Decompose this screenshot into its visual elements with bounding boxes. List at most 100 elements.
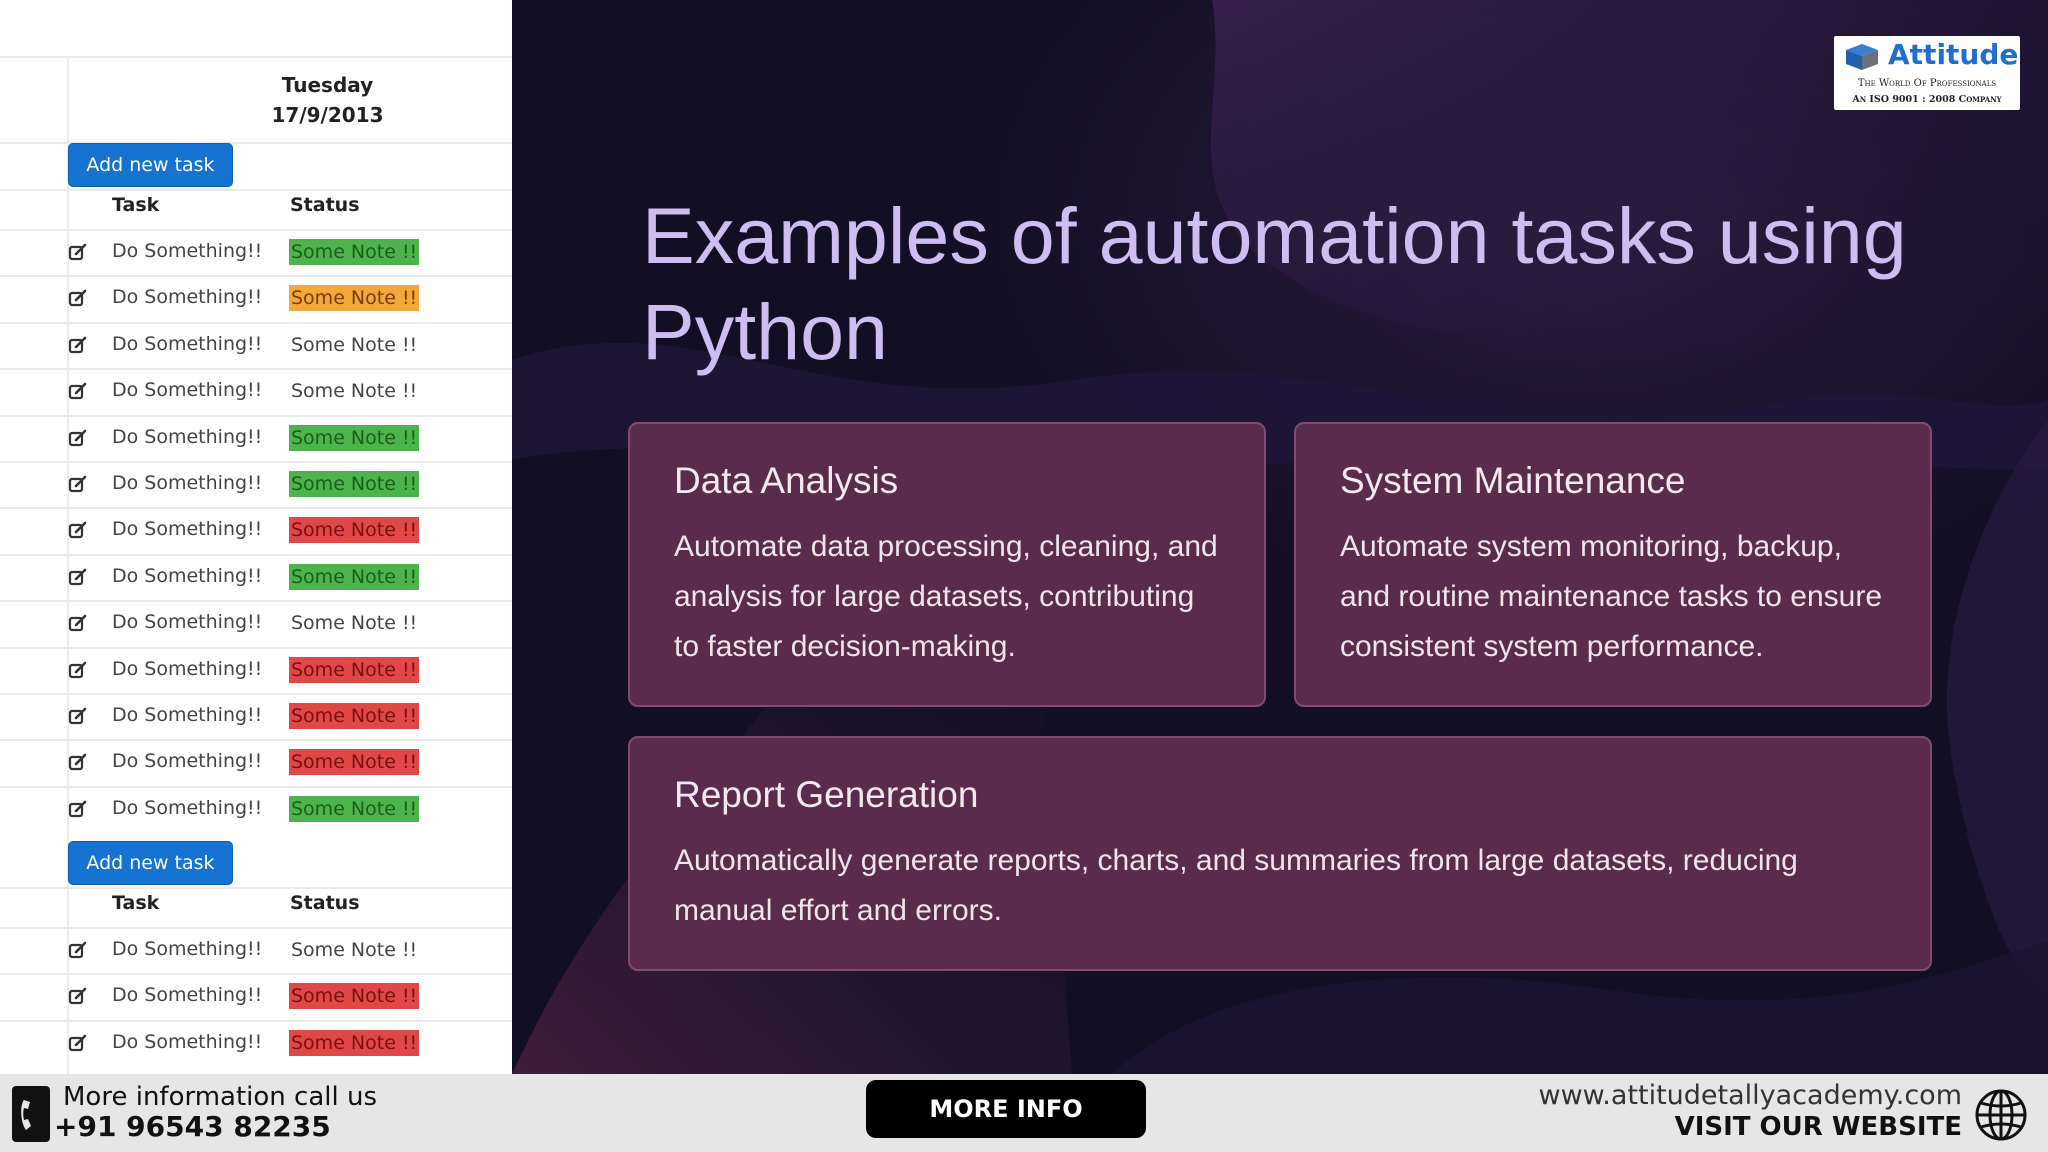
- edit-icon[interactable]: [68, 567, 88, 587]
- edit-icon[interactable]: [68, 520, 88, 540]
- task-name: Do Something!!: [112, 240, 263, 262]
- divider: [0, 973, 512, 976]
- divider: [0, 785, 512, 788]
- card-title: Data Analysis: [674, 460, 899, 501]
- status-note: Some Note !!: [291, 939, 418, 961]
- edit-icon[interactable]: [68, 986, 88, 1006]
- status-note: Some Note !!: [291, 612, 418, 635]
- attitude-logo: Attitude The World Of Professionals An I…: [1834, 36, 2020, 110]
- edit-icon[interactable]: [68, 474, 88, 494]
- column-header-task: Task: [112, 194, 160, 216]
- task-row: Do Something!! Some Note !!: [0, 739, 512, 785]
- edit-icon[interactable]: [68, 381, 88, 401]
- divider: [0, 189, 512, 191]
- status-note: Some Note !!: [289, 471, 420, 497]
- divider: [67, 56, 69, 1074]
- task-name: Do Something!!: [112, 1030, 263, 1053]
- task-row: Do Something!!Some Note !!: [0, 646, 512, 693]
- divider: [0, 56, 512, 58]
- website-link[interactable]: www.attitudetallyacademy.com: [1538, 1080, 1963, 1111]
- edit-icon[interactable]: [68, 335, 88, 355]
- add-new-task-button[interactable]: Add new task: [68, 841, 233, 885]
- status-note: Some Note !!: [289, 983, 420, 1010]
- divider: [0, 461, 512, 463]
- status-note: Some Note !!: [289, 563, 420, 590]
- globe-icon[interactable]: [1974, 1088, 2028, 1142]
- task-name: Do Something!!: [112, 611, 263, 634]
- phone-number[interactable]: +91 96543 82235: [54, 1110, 331, 1143]
- card-report-generation: Report Generation Automatically generate…: [628, 736, 1932, 971]
- edit-icon[interactable]: [68, 1033, 88, 1053]
- slide-title: Examples of automation tasks using Pytho…: [642, 191, 1907, 376]
- slide: Attitude The World Of Professionals An I…: [512, 0, 2048, 1074]
- column-header-status: Status: [290, 194, 360, 216]
- edit-icon[interactable]: [68, 660, 88, 680]
- task-name: Do Something!!: [112, 472, 263, 494]
- contact-bar: More information call us +91 96543 82235…: [0, 1074, 2048, 1152]
- task-name: Do Something!!: [112, 750, 263, 773]
- task-name: Do Something!!: [112, 564, 263, 587]
- column-header-status: Status: [290, 892, 360, 914]
- task-name: Do Something!!: [112, 286, 263, 309]
- task-row: Do Something!!Some Note !!: [0, 785, 512, 832]
- card-system-maintenance: System Maintenance Automate system monit…: [1294, 422, 1932, 707]
- column-header-task: Task: [112, 892, 160, 914]
- task-name: Do Something!!: [112, 704, 263, 726]
- edit-icon[interactable]: [68, 242, 88, 262]
- task-name: Do Something!!: [112, 796, 263, 819]
- edit-icon[interactable]: [68, 752, 88, 772]
- task-row: Do Something!!Some Note !!: [0, 693, 512, 739]
- task-name: Do Something!!: [112, 425, 263, 448]
- task-row: Do Something!! Some Note !!: [0, 973, 512, 1019]
- task-row: Do Something!! Some Note !!: [0, 1019, 512, 1066]
- card-body: Automatically generate reports, charts, …: [674, 844, 1798, 927]
- day-label: Tuesday: [281, 73, 374, 97]
- date-header: Tuesday 17/9/2013: [200, 70, 455, 130]
- phone-icon: [12, 1086, 50, 1142]
- card-title: System Maintenance: [1340, 460, 1686, 501]
- info-label: More information call us: [63, 1082, 378, 1112]
- edit-icon[interactable]: [68, 288, 88, 308]
- logo-tagline: The World Of Professionals: [1857, 78, 1997, 89]
- divider: [0, 693, 512, 695]
- edit-icon[interactable]: [68, 428, 88, 448]
- visit-website-label: VISIT OUR WEBSITE: [1674, 1112, 1962, 1142]
- divider: [0, 275, 512, 278]
- status-note: Some Note !!: [289, 424, 420, 451]
- status-note: Some Note !!: [289, 749, 420, 776]
- divider: [0, 1019, 512, 1022]
- task-row: Do Something!!Some Note !!: [0, 321, 512, 368]
- card-body: Automate data processing, cleaning, and …: [674, 530, 1218, 663]
- task-name: Do Something!!: [112, 657, 263, 680]
- task-name: Do Something!!: [112, 332, 263, 355]
- status-note: Some Note !!: [289, 285, 420, 312]
- task-panel: Tuesday 17/9/2013 Add new task Task Stat…: [0, 0, 512, 1074]
- task-row: Do Something!! Some Note !!: [0, 414, 512, 461]
- task-name: Do Something!!: [112, 518, 263, 541]
- add-new-task-button[interactable]: Add new task: [68, 143, 233, 187]
- task-row: Do Something!!Some Note !!: [0, 229, 512, 275]
- status-note: Some Note !!: [289, 1029, 420, 1056]
- divider: [0, 142, 512, 144]
- logo-cube-icon: [1846, 44, 1878, 70]
- task-row: Do Something!! Some Note !!: [0, 507, 512, 553]
- divider: [0, 507, 512, 510]
- card-body: Automate system monitoring, backup, and …: [1340, 530, 1883, 663]
- divider: [0, 600, 512, 603]
- more-info-button[interactable]: MORE INFO: [866, 1080, 1146, 1138]
- edit-icon[interactable]: [68, 799, 88, 819]
- card-title: Report Generation: [674, 774, 979, 815]
- task-name: Do Something!!: [112, 984, 263, 1007]
- edit-icon[interactable]: [68, 613, 88, 633]
- date-label: 17/9/2013: [271, 103, 384, 127]
- logo-iso: An ISO 9001 : 2008 Company: [1852, 94, 2002, 105]
- divider: [0, 368, 512, 371]
- divider: [0, 739, 512, 742]
- status-note: Some Note !!: [289, 517, 420, 544]
- divider: [0, 927, 512, 929]
- edit-icon[interactable]: [68, 940, 88, 960]
- task-row: Do Something!! Some Note !!: [0, 275, 512, 321]
- task-row: Do Something!! Some Note !!: [0, 461, 512, 507]
- edit-icon[interactable]: [68, 706, 88, 726]
- divider: [0, 414, 512, 417]
